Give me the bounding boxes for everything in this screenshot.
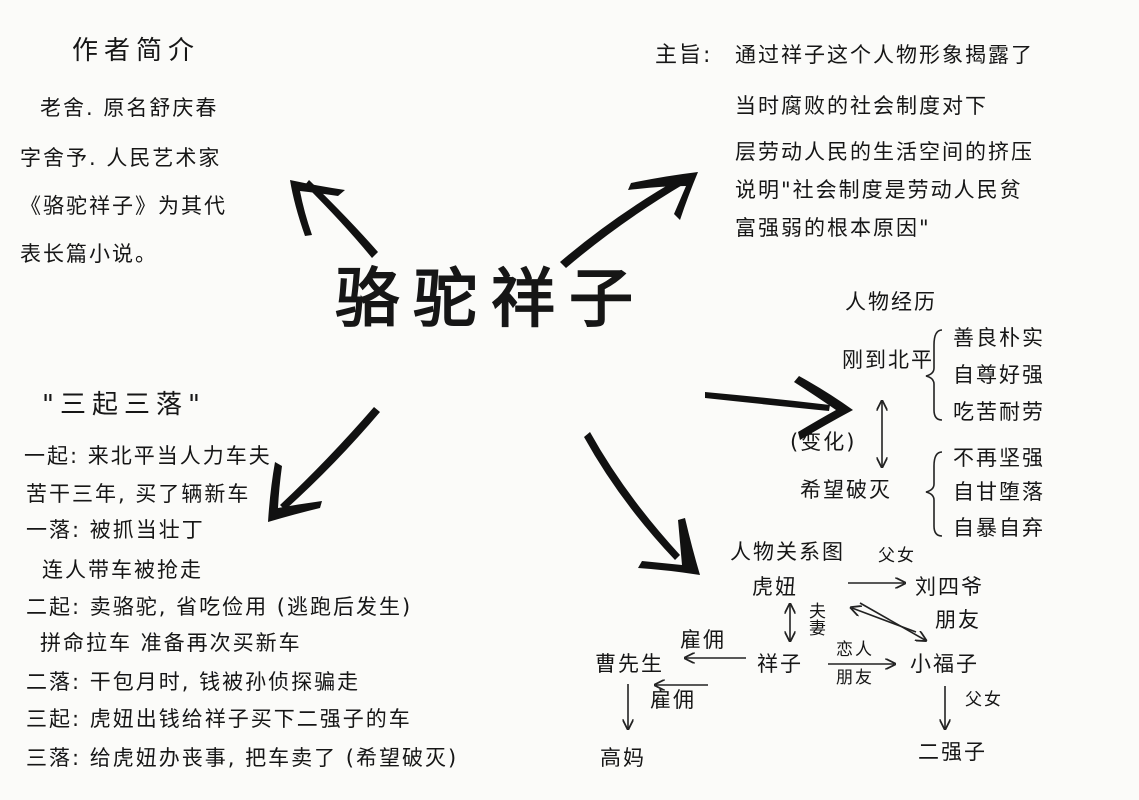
arrow-to-relations — [584, 432, 700, 575]
node-xiaofuzi: 小福子 — [910, 652, 979, 676]
theme-line-1: 通过祥子这个人物形象揭露了 — [735, 43, 1034, 67]
node-gaoma: 高妈 — [600, 746, 646, 770]
edge-liusiye-xiangzi-a — [859, 602, 925, 640]
trait-before-2: 自尊好强 — [953, 363, 1045, 387]
edge-liusiye-xiangzi-b — [852, 608, 917, 633]
rises-falls-line-1: 一起: 来北平当人力车夫 — [24, 444, 272, 468]
edge-father-daughter-1: 父女 — [878, 546, 916, 566]
edge-employ-1: 雇佣 — [680, 628, 726, 652]
trait-after-1: 不再坚强 — [953, 446, 1045, 470]
rises-falls-line-7: 二落: 干包月时, 钱被孙侦探骗走 — [26, 670, 361, 694]
arrow-to-rises-falls — [268, 407, 380, 522]
theme-line-5: 富强弱的根本原因" — [735, 216, 931, 240]
rises-falls-line-4: 连人带车被抢走 — [42, 558, 203, 582]
rises-falls-line-3: 一落: 被抓当壮丁 — [26, 518, 205, 542]
trait-after-2: 自甘堕落 — [953, 480, 1045, 504]
experience-start: 刚到北平 — [842, 348, 934, 372]
experience-end: 希望破灭 — [800, 478, 892, 502]
brace-before — [925, 329, 943, 421]
experience-change: (变化) — [790, 430, 857, 454]
experience-heading: 人物经历 — [845, 290, 937, 314]
author-line-1: 老舍. 原名舒庆春 — [40, 96, 219, 120]
brace-after — [925, 451, 943, 537]
theme-label: 主旨: — [655, 43, 713, 68]
relations-heading: 人物关系图 — [730, 540, 845, 564]
theme-line-3: 层劳动人民的生活空间的挤压 — [735, 140, 1034, 164]
trait-after-3: 自暴自弃 — [953, 516, 1045, 540]
edge-father-daughter-2: 父女 — [965, 690, 1003, 710]
edge-spouses: 夫妻 — [805, 602, 825, 636]
edge-friends: 朋友 — [935, 608, 981, 632]
node-liusiye: 刘四爷 — [915, 575, 984, 599]
rises-falls-line-5: 二起: 卖骆驼, 省吃俭用 (逃跑后发生) — [26, 595, 413, 619]
trait-before-3: 吃苦耐劳 — [953, 400, 1045, 424]
author-line-4: 表长篇小说。 — [20, 242, 158, 266]
rises-falls-heading: "三起三落" — [42, 390, 206, 420]
rises-falls-line-2: 苦干三年, 买了辆新车 — [26, 482, 251, 506]
rises-falls-line-9: 三落: 给虎妞办丧事, 把车卖了 (希望破灭) — [26, 746, 459, 770]
node-cao: 曹先生 — [595, 652, 664, 676]
node-xiangzi: 祥子 — [757, 652, 803, 676]
node-huniu: 虎妞 — [752, 575, 798, 599]
arrow-to-author — [290, 180, 378, 258]
edge-friends-2: 朋友 — [836, 668, 874, 688]
author-heading: 作者简介 — [72, 36, 201, 66]
arrow-to-experience — [705, 376, 853, 440]
rises-falls-line-6: 拼命拉车 准备再次买新车 — [40, 631, 302, 655]
edge-lovers: 恋人 — [836, 640, 874, 660]
trait-before-1: 善良朴实 — [953, 326, 1045, 350]
theme-line-4: 说明"社会制度是劳动人民贫 — [735, 178, 1023, 202]
theme-line-2: 当时腐败的社会制度对下 — [735, 94, 988, 118]
central-title: 骆驼祥子 — [335, 262, 647, 337]
rises-falls-line-8: 三起: 虎妞出钱给祥子买下二强子的车 — [26, 707, 412, 731]
arrow-to-theme — [560, 172, 698, 268]
author-line-3: 《骆驼祥子》为其代 — [20, 194, 227, 218]
node-erqiangzi: 二强子 — [918, 740, 987, 764]
edge-employ-2: 雇佣 — [650, 688, 696, 712]
author-line-2: 字舍予. 人民艺术家 — [20, 146, 222, 170]
